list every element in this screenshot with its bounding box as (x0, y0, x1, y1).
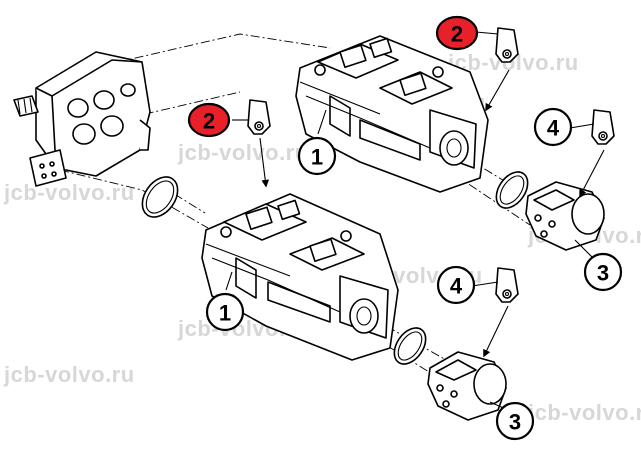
callout-2-top: 2 (435, 15, 479, 51)
callout-3-top-label: 3 (597, 261, 609, 286)
gear-pump-top (525, 181, 605, 251)
callout-4-bottom: 4 (436, 265, 476, 305)
watermark: jcb-volvo.ru (177, 140, 309, 165)
watermark: jcb-volvo.ru (527, 400, 641, 425)
watermark: jcb-volvo.ru (3, 362, 135, 387)
pump-assembly-bottom (201, 193, 399, 361)
callout-1-top-label: 1 (311, 145, 323, 170)
callout-4-top-label: 4 (547, 116, 560, 141)
watermark: jcb-volvo.ru (3, 180, 135, 205)
callout-1-top: 1 (297, 136, 337, 176)
o-ring-left (141, 176, 179, 218)
clip-tag-icon (591, 109, 615, 145)
callout-3-bottom-label: 3 (509, 410, 521, 435)
callout-3-bottom: 3 (495, 401, 535, 441)
callout-2-top-label: 2 (451, 22, 463, 47)
callout-4-bottom-label: 4 (450, 274, 463, 299)
callout-1-bottom: 1 (205, 292, 245, 332)
callout-2-bottom: 2 (187, 102, 231, 138)
mounting-housing (13, 51, 151, 187)
clip-tag-icon (495, 267, 519, 303)
o-ring-bottom (393, 327, 427, 365)
callout-3-top: 3 (583, 252, 623, 292)
callout-1-bottom-label: 1 (219, 301, 231, 326)
leader-lines (225, 31, 605, 411)
clip-tag-icon (247, 99, 271, 135)
callout-4-top: 4 (533, 107, 573, 147)
gear-pump-bottom (427, 351, 507, 421)
clip-tag-icon (495, 27, 519, 63)
pump-assembly-top (295, 35, 489, 193)
callout-2-bottom-label: 2 (203, 109, 215, 134)
o-ring-top-right (495, 171, 529, 209)
